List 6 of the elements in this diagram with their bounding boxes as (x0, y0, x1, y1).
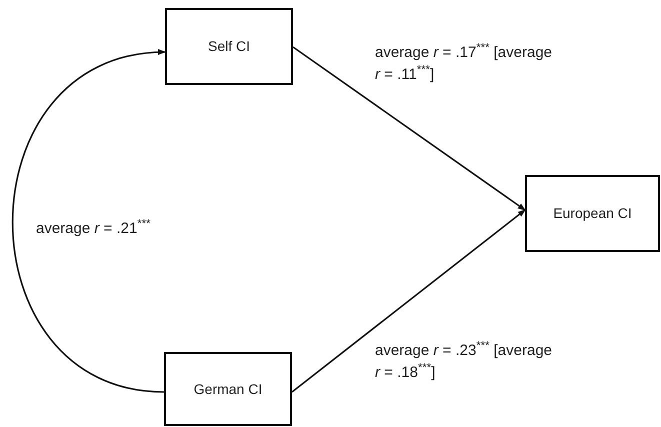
variable-box: German CI (164, 352, 292, 426)
variable-box: Self CI (165, 8, 293, 85)
variable-box: European CI (525, 175, 660, 252)
arrow (292, 46, 526, 211)
arrow (12, 50, 166, 393)
arrow (292, 209, 526, 393)
